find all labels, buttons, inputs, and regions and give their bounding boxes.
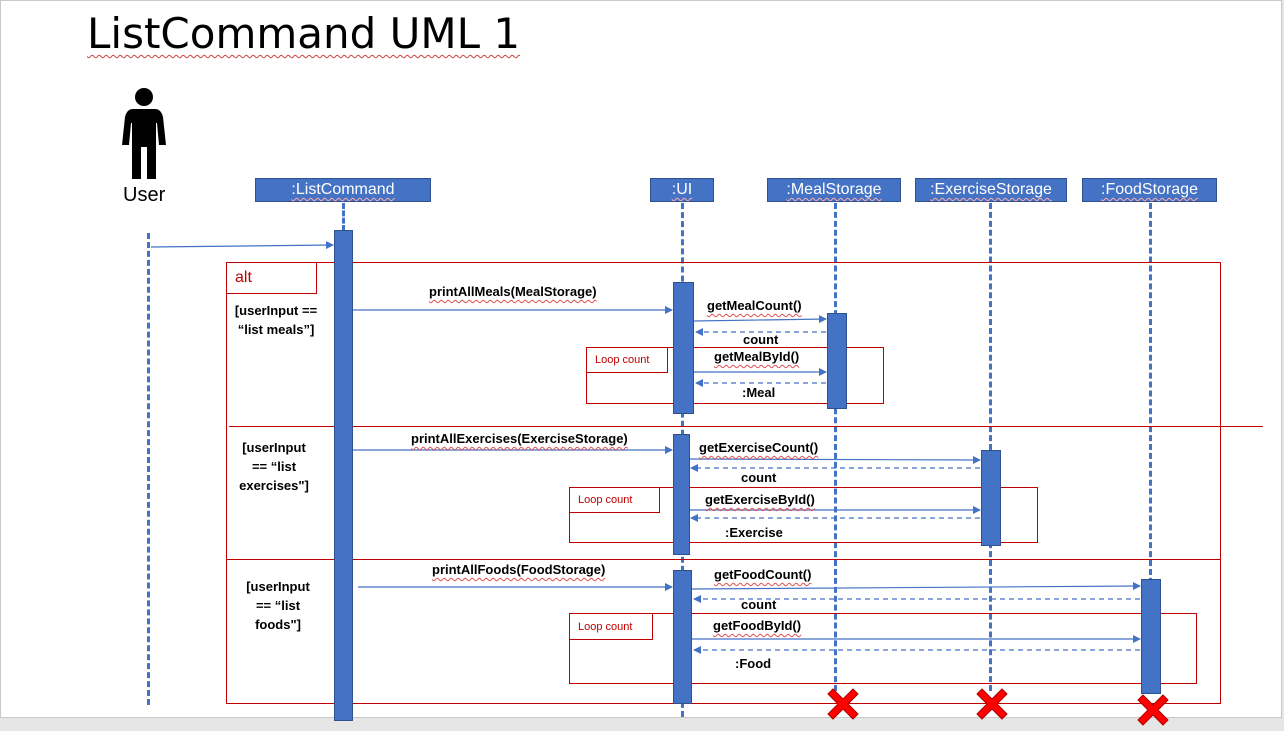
return-label: :Meal — [742, 385, 776, 400]
participant-foodstorage: :FoodStorage — [1082, 178, 1217, 202]
guard-line: == “list — [255, 598, 301, 613]
message-label: getMealById() — [714, 349, 800, 364]
participant-label: :MealStorage — [786, 181, 882, 198]
message-label: printAllExercises(ExerciseStorage) — [411, 431, 628, 446]
destroy-x-icon — [1137, 694, 1169, 726]
actor-label: User — [123, 184, 166, 206]
alt-frame-tag: alt — [226, 262, 317, 294]
message-arrow — [693, 315, 827, 324]
loop-frame — [569, 487, 1038, 543]
lifeline-foodstorage — [1149, 203, 1152, 691]
message-arrow — [689, 455, 981, 464]
return-label: count — [743, 332, 779, 347]
return-label: :Exercise — [725, 525, 783, 540]
activation-exercisestorage — [981, 450, 1001, 546]
alt-divider — [226, 559, 1221, 560]
guard-line: [userInput — [246, 579, 310, 594]
lifeline-listcommand — [342, 203, 345, 231]
message-label: getExerciseById() — [705, 492, 815, 507]
activation-ui — [673, 434, 690, 555]
participant-mealstorage: :MealStorage — [767, 178, 901, 202]
message-label: printAllFoods(FoodStorage) — [432, 562, 606, 577]
loop-frame — [569, 613, 1197, 684]
stick-figure-icon — [122, 88, 166, 179]
message-label: getFoodById() — [713, 618, 802, 633]
guard-list-meals: [userInput == “list meals”] — [227, 301, 325, 339]
return-label: count — [741, 470, 777, 485]
lifeline-user — [147, 233, 150, 705]
loop-frame-tag: Loop count — [586, 347, 668, 373]
message-label: getMealCount() — [707, 298, 802, 313]
alt-divider — [229, 426, 1263, 427]
lifeline-mealstorage — [834, 203, 837, 691]
return-label: :Food — [735, 656, 772, 671]
page-title: ListCommand UML 1 — [87, 9, 521, 58]
loop-frame-tag: Loop count — [569, 487, 660, 513]
message-arrow — [691, 582, 1141, 591]
participant-ui: :UI — [650, 178, 714, 202]
loop-frame — [586, 347, 884, 404]
participant-listcommand: :ListCommand — [255, 178, 431, 202]
alt-frame — [226, 262, 1221, 704]
loop-frame-tag: Loop count — [569, 613, 653, 640]
message-arrow — [150, 241, 334, 250]
guard-line: == “list — [251, 459, 297, 474]
destroy-x-icon — [827, 688, 859, 720]
participant-label: :ListCommand — [291, 181, 395, 198]
guard-line: foods"] — [255, 617, 301, 632]
activation-mealstorage — [827, 313, 847, 409]
guard-line: exercises"] — [239, 478, 309, 493]
participant-exercisestorage: :ExerciseStorage — [915, 178, 1067, 202]
guard-line: “list meals”] — [237, 322, 315, 337]
guard-list-exercises: [userInput == “list exercises"] — [229, 438, 319, 495]
message-label: getExerciseCount() — [699, 440, 819, 455]
lifeline-exercisestorage — [989, 203, 992, 691]
guard-line: [userInput — [242, 440, 306, 455]
message-label: getFoodCount() — [714, 567, 812, 582]
participant-label: :FoodStorage — [1101, 181, 1198, 198]
return-label: count — [741, 597, 777, 612]
participant-label: :ExerciseStorage — [930, 181, 1052, 198]
participant-label: :UI — [671, 181, 693, 198]
activation-ui — [673, 282, 694, 414]
activation-listcommand — [334, 230, 353, 721]
activation-ui — [673, 570, 692, 704]
guard-list-foods: [userInput == “list foods"] — [233, 577, 323, 634]
message-label: printAllMeals(MealStorage) — [429, 284, 597, 299]
destroy-x-icon — [976, 688, 1008, 720]
guard-line: [userInput == — [234, 303, 318, 318]
activation-foodstorage — [1141, 579, 1161, 694]
